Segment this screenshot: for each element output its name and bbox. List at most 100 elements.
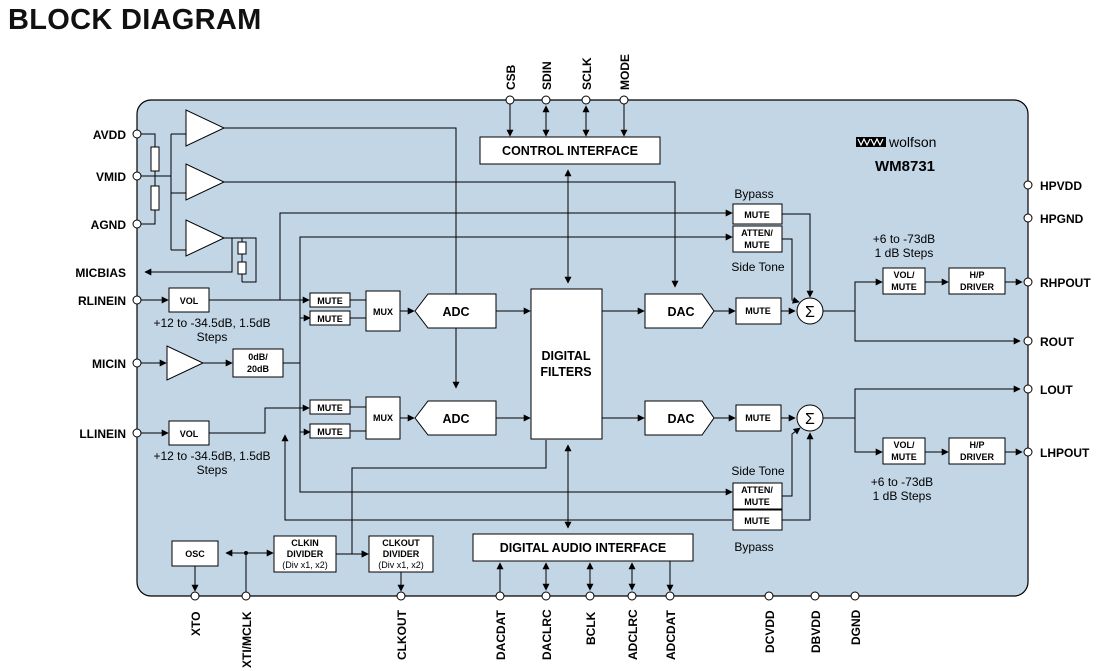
pin-daclrc-label: DACLRC [540, 609, 554, 660]
clkin-label-3: (Div x1, x2) [282, 560, 328, 570]
mic-boost-label-1: 0dB/ [248, 352, 268, 362]
hp-driver-l-block [948, 437, 1006, 465]
hp-steps-label-l: 1 dB Steps [873, 489, 932, 503]
rlinein-steps-label: Steps [197, 330, 228, 344]
pin-clkout-label: CLKOUT [395, 609, 409, 660]
pin-xti-label: XTI/MCLK [240, 611, 254, 668]
hp-vol-l-block [882, 437, 926, 465]
bypass-label-bottom: Bypass [734, 540, 773, 554]
vol-mute-label-1: VOL/ [893, 440, 915, 450]
adc-l-label: ADC [442, 412, 469, 426]
digital-audio-interface-label: DIGITAL AUDIO INTERFACE [500, 541, 666, 555]
pin-csb-label: CSB [504, 64, 518, 90]
mux-r-block [365, 290, 401, 332]
vol-mute-label-1: VOL/ [893, 270, 915, 280]
hp-driver-label-1: H/P [969, 270, 984, 280]
pin-micin-label: MICIN [92, 357, 126, 371]
dac-r-label: DAC [667, 305, 694, 319]
hp-driver-label-1: H/P [969, 440, 984, 450]
mic-boost-label-2: 20dB [247, 364, 270, 374]
mute-label: MUTE [744, 210, 770, 220]
llinein-vol-label: VOL [180, 429, 199, 439]
part-number: WM8731 [875, 158, 935, 175]
pin-bclk-label: BCLK [584, 611, 598, 645]
llinein-vol-block [168, 420, 210, 446]
clkin-label-1: CLKIN [291, 538, 319, 548]
atten-label-2: MUTE [744, 497, 770, 507]
mute-label: MUTE [317, 403, 343, 413]
hp-driver-r-block [948, 267, 1006, 295]
mute-label: MUTE [317, 296, 343, 306]
logo-text: wolfson [888, 134, 936, 150]
mux-l-block [365, 396, 401, 440]
digital-filters-label-2: FILTERS [540, 365, 591, 379]
mic-preamp [166, 345, 205, 381]
adc-r-label: ADC [442, 305, 469, 319]
dac-l-label: DAC [667, 412, 694, 426]
mute-label: MUTE [745, 413, 771, 423]
mute-label: MUTE [317, 314, 343, 324]
sum-l-label: Σ [805, 411, 815, 428]
mic-boost-block [232, 348, 284, 378]
pin-dcvdd-label: DCVDD [763, 610, 777, 653]
hp-driver-label-2: DRIVER [960, 282, 995, 292]
reference-divider [141, 133, 186, 251]
reference-buffers [144, 109, 679, 389]
pin-mode-label: MODE [618, 54, 632, 90]
dac-l-block [644, 400, 715, 436]
dac-r-block [644, 293, 715, 329]
hp-range-label-r: +6 to -73dB [873, 232, 935, 246]
digital-filters-block [530, 288, 603, 440]
pin-adcdat-label: ADCDAT [664, 610, 678, 660]
digital-audio-interface-block [472, 533, 694, 562]
pin-rlinein-label: RLINEIN [78, 294, 126, 308]
pin-sdin-label: SDIN [540, 61, 554, 90]
pin-adclrc-label: ADCLRC [626, 609, 640, 660]
atten-label-1: ATTEN/ [741, 228, 773, 238]
clkout-divider-block [368, 535, 434, 573]
mute-label: MUTE [744, 516, 770, 526]
pin-dbvdd-label: DBVDD [809, 610, 823, 653]
atten-label-2: MUTE [744, 240, 770, 250]
control-interface-label: CONTROL INTERFACE [502, 144, 638, 158]
clkout-label-2: DIVIDER [383, 549, 420, 559]
clkin-label-2: DIVIDER [287, 549, 324, 559]
right-pin-circles [1023, 180, 1033, 457]
bottom-pin-circles [190, 591, 860, 601]
pin-micbias-label: MICBIAS [75, 266, 126, 280]
hp-vol-r-block [882, 267, 926, 295]
pin-llinein-label: LLINEIN [79, 427, 126, 441]
clkout-label-3: (Div x1, x2) [378, 560, 424, 570]
mute-label: MUTE [317, 427, 343, 437]
pin-avdd-label: AVDD [93, 128, 126, 142]
pin-rout-label: ROUT [1040, 335, 1075, 349]
control-interface-block [479, 136, 661, 165]
llinein-range-label: +12 to -34.5dB, 1.5dB [153, 449, 270, 463]
pin-sclk-label: SCLK [580, 57, 594, 90]
pin-dgnd-label: DGND [849, 609, 863, 645]
pin-dacdat-label: DACDAT [494, 610, 508, 660]
sidetone-atten-r [732, 225, 783, 253]
hp-steps-label-r: 1 dB Steps [875, 246, 934, 260]
digital-filters-label-1: DIGITAL [541, 349, 590, 363]
sum-r-label: Σ [805, 304, 815, 321]
pin-lout-label: LOUT [1040, 383, 1073, 397]
left-pin-circles [132, 129, 142, 438]
pin-hpvdd-label: HPVDD [1040, 179, 1082, 193]
clkin-divider-block [273, 535, 337, 573]
vol-mute-label-2: MUTE [891, 452, 917, 462]
vol-mute-label-2: MUTE [891, 282, 917, 292]
pin-hpgnd-label: HPGND [1040, 212, 1084, 226]
pin-xto-label: XTO [189, 612, 203, 636]
sidetone-label-bottom: Side Tone [731, 464, 784, 478]
pin-agnd-label: AGND [91, 218, 127, 232]
llinein-steps-label: Steps [197, 463, 228, 477]
pin-lhpout-label: LHPOUT [1040, 446, 1090, 460]
sidetone-label-top: Side Tone [731, 260, 784, 274]
hp-driver-label-2: DRIVER [960, 452, 995, 462]
pin-rhpout-label: RHPOUT [1040, 276, 1091, 290]
rlinein-vol-label: VOL [180, 296, 199, 306]
osc-label: OSC [185, 549, 205, 559]
rlinein-range-label: +12 to -34.5dB, 1.5dB [153, 316, 270, 330]
